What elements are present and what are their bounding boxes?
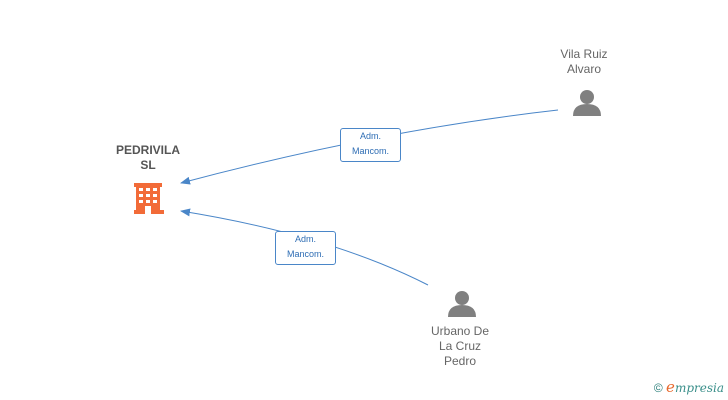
person-name-line3: Pedro [443, 354, 477, 368]
brand-logo-letter: e [666, 378, 675, 396]
company-name[interactable]: PEDRIVILA SL [98, 143, 198, 173]
edge-label-line2: Mancom. [286, 249, 324, 259]
brand-footer: © empresia [654, 378, 724, 396]
person-name-line2: La Cruz [438, 339, 482, 353]
person-icon [573, 90, 601, 116]
building-icon [134, 183, 164, 214]
person-name-line1: Vila Ruiz [560, 47, 608, 61]
edge-label-line1: Adm. [294, 234, 316, 244]
person-name-vila[interactable]: Vila Ruiz Alvaro [534, 47, 634, 77]
person-name-line1: Urbano De [430, 324, 490, 338]
person-icon [448, 291, 476, 317]
company-name-line2: SL [140, 158, 156, 172]
company-name-line1: PEDRIVILA [115, 143, 180, 157]
person-name-line2: Alvaro [566, 62, 601, 76]
copyright-icon: © [653, 381, 663, 395]
person-name-urbano[interactable]: Urbano De La Cruz Pedro [410, 324, 510, 369]
edge-label-urbano[interactable]: Adm. Mancom. [275, 231, 336, 265]
edge-label-line1: Adm. [359, 131, 381, 141]
edge-label-vila[interactable]: Adm. Mancom. [340, 128, 401, 162]
edge-label-line2: Mancom. [351, 146, 389, 156]
brand-logo-text: mpresia [674, 381, 724, 395]
